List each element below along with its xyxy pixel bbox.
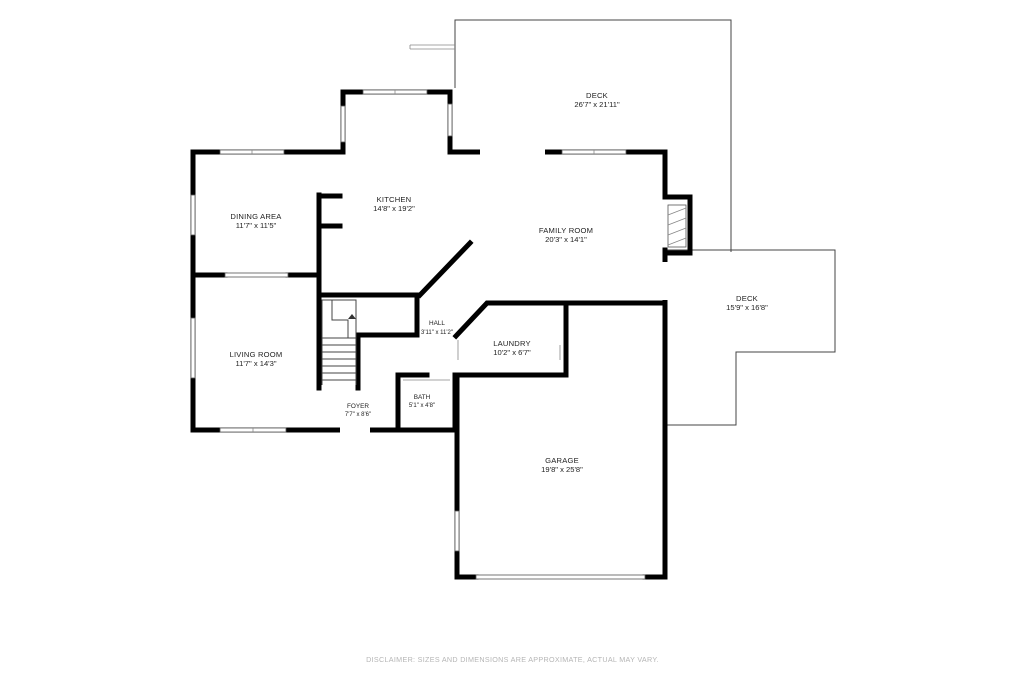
room-label: FOYER bbox=[347, 403, 369, 410]
room-dimensions: 11'7" x 11'5" bbox=[236, 221, 277, 230]
room-label: LAUNDRY bbox=[493, 339, 531, 348]
room-label: FAMILY ROOM bbox=[539, 226, 593, 235]
room-label: DINING AREA bbox=[230, 212, 282, 221]
room-family-room: FAMILY ROOM 20'3" x 14'1" bbox=[539, 226, 593, 244]
room-dimensions: 3'11" x 11'2" bbox=[421, 330, 453, 336]
room-dimensions: 26'7" x 21'11" bbox=[574, 100, 620, 109]
room-label: LIVING ROOM bbox=[230, 350, 283, 359]
walls bbox=[190, 89, 693, 580]
room-deck-top: DECK 26'7" x 21'11" bbox=[574, 91, 620, 109]
fireplace-icon bbox=[667, 204, 687, 248]
room-dining-area: DINING AREA 11'7" x 11'5" bbox=[230, 212, 282, 230]
staircase-icon bbox=[321, 299, 357, 385]
door-openings bbox=[340, 148, 669, 434]
room-label: KITCHEN bbox=[377, 195, 412, 204]
room-dimensions: 15'9" x 16'8" bbox=[726, 303, 768, 312]
room-label: GARAGE bbox=[545, 456, 579, 465]
room-dimensions: 11'7" x 14'3" bbox=[235, 359, 276, 368]
room-bath: BATH 5'1" x 4'8" bbox=[409, 394, 435, 409]
disclaimer-text: DISCLAIMER: SIZES AND DIMENSIONS ARE APP… bbox=[366, 655, 659, 664]
room-dimensions: 10'2" x 6'7" bbox=[493, 348, 531, 357]
room-foyer: FOYER 7'7" x 8'6" bbox=[345, 403, 371, 418]
room-label: HALL bbox=[429, 320, 445, 327]
room-living-room: LIVING ROOM 11'7" x 14'3" bbox=[230, 350, 283, 368]
room-dimensions: 20'3" x 14'1" bbox=[545, 235, 587, 244]
room-deck-right: DECK 15'9" x 16'8" bbox=[726, 294, 768, 312]
room-garage: GARAGE 19'8" x 25'8" bbox=[541, 456, 583, 474]
room-dimensions: 14'8" x 19'2" bbox=[373, 204, 415, 213]
room-dimensions: 7'7" x 8'6" bbox=[345, 412, 371, 418]
room-laundry: LAUNDRY 10'2" x 6'7" bbox=[493, 339, 531, 357]
deck-right-outline bbox=[666, 249, 836, 426]
room-label: BATH bbox=[414, 394, 431, 401]
deck-top-outline bbox=[409, 19, 732, 252]
room-label: DECK bbox=[586, 91, 608, 100]
room-dimensions: 5'1" x 4'8" bbox=[409, 403, 435, 409]
windows bbox=[190, 89, 646, 580]
room-dimensions: 19'8" x 25'8" bbox=[541, 465, 583, 474]
room-kitchen: KITCHEN 14'8" x 19'2" bbox=[373, 195, 415, 213]
room-hall: HALL 3'11" x 11'2" bbox=[421, 320, 453, 336]
room-label: DECK bbox=[736, 294, 758, 303]
fixtures bbox=[403, 340, 561, 381]
